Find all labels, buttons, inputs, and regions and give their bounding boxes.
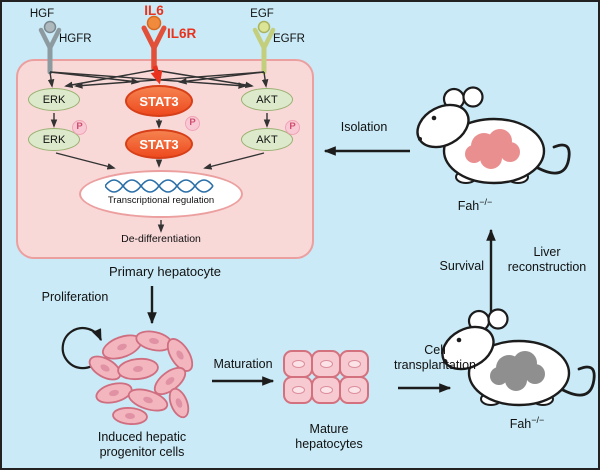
- self-renewal-arrow: [61, 327, 103, 370]
- erk-node: ERK: [28, 88, 80, 111]
- nucleus: [347, 386, 361, 394]
- transcriptional-regulation-label: Transcriptional regulation: [107, 195, 215, 206]
- il6r-label: IL6R: [167, 26, 197, 41]
- stat3-phospho-node: STAT3: [125, 129, 193, 159]
- liver-reconstruction-label: Liver reconstruction: [507, 245, 587, 274]
- maturation-label: Maturation: [213, 357, 273, 371]
- primary-hepatocyte-label: Primary hepatocyte: [109, 264, 221, 279]
- hepatocyte-cell: [283, 350, 313, 378]
- stat3-node: STAT3: [125, 85, 193, 117]
- il6r-receptor-icon: [141, 15, 167, 71]
- egfr-receptor-icon: [252, 20, 276, 75]
- egfr-label: EGFR: [273, 33, 305, 45]
- nucleus: [319, 360, 333, 368]
- fah-mouse-donor: [408, 86, 571, 185]
- akt-node: AKT: [241, 88, 293, 111]
- cell-transplantation-label: Cell transplantation: [393, 343, 476, 372]
- transcriptional-regulation-node: Transcriptional regulation: [79, 170, 243, 218]
- hepatocyte-cell: [339, 376, 369, 404]
- stat3-phosphate-badge: P: [185, 116, 200, 131]
- il6r-stat3-arrow: [150, 65, 163, 85]
- nucleus: [291, 360, 305, 368]
- isolation-label: Isolation: [340, 120, 388, 134]
- flow-arrows: [61, 146, 496, 393]
- hepatocyte-cell: [311, 376, 341, 404]
- mature-hepatocytes-label: Mature hepatocytes: [295, 422, 363, 451]
- il6-label: IL6: [144, 3, 164, 18]
- survival-label: Survival: [439, 259, 484, 273]
- progenitor-cell-cluster: [88, 330, 194, 425]
- hepatocyte-cell: [339, 350, 369, 378]
- akt-phosphate-badge: P: [285, 120, 300, 135]
- de-differentiation-label: De-differentiation: [121, 233, 201, 245]
- akt-phospho-node: AKT: [241, 128, 293, 151]
- signaling-arrows: [47, 69, 269, 89]
- mature-hepatocyte-grid: [283, 350, 376, 404]
- hgfr-receptor-icon: [38, 20, 62, 75]
- phosphorylation-arrows: [50, 113, 271, 233]
- dna-icon: [105, 179, 214, 193]
- hgfr-label: HGFR: [59, 33, 92, 45]
- nucleus: [347, 360, 361, 368]
- fah-genotype-bottom: Fah−/−: [509, 415, 545, 432]
- hgf-label: HGF: [29, 8, 55, 20]
- egf-label: EGF: [250, 8, 274, 20]
- induced-progenitor-cells-label: Induced hepatic progenitor cells: [97, 430, 187, 459]
- erk-phosphate-badge: P: [72, 120, 87, 135]
- proliferation-label: Proliferation: [41, 290, 109, 304]
- hepatocyte-cell: [283, 376, 313, 404]
- nucleus: [319, 386, 333, 394]
- erk-phospho-node: ERK: [28, 128, 80, 151]
- hepatocyte-cell: [311, 350, 341, 378]
- fah-genotype-top: Fah−/−: [457, 197, 493, 214]
- nucleus: [291, 386, 305, 394]
